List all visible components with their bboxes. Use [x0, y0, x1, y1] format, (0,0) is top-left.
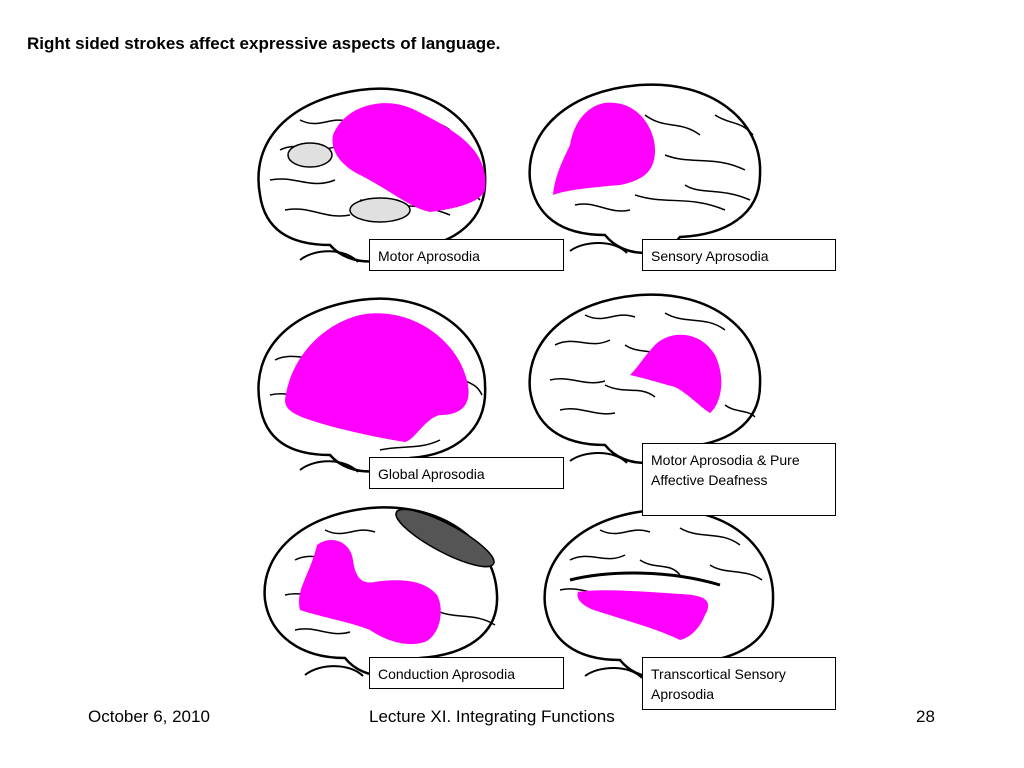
hatched-region — [390, 500, 500, 576]
label-motor-aprosodia-pure-affective-deafness: Motor Aprosodia & Pure Affective Deafnes… — [642, 443, 836, 516]
lesion-area — [553, 102, 655, 195]
brain-illustration-sensory-aprosodia — [515, 75, 775, 265]
label-sensory-aprosodia: Sensory Aprosodia — [642, 239, 836, 271]
slide-title: Right sided strokes affect expressive as… — [27, 34, 501, 53]
footer-lecture-title: Lecture XI. Integrating Functions — [369, 707, 615, 726]
brain-illustration-global-aprosodia — [240, 290, 500, 480]
brain-illustration-motor-aprosodia-pure-affective-deafness — [515, 285, 775, 475]
footer-page-number: 28 — [916, 707, 935, 726]
footer-date: October 6, 2010 — [88, 707, 210, 726]
lesion-area — [630, 334, 722, 413]
lesion-area — [298, 540, 441, 645]
lesion-area — [285, 313, 469, 442]
brain-illustration-transcortical-sensory-aprosodia — [530, 500, 785, 690]
lesion-area — [577, 590, 709, 640]
label-global-aprosodia: Global Aprosodia — [369, 457, 564, 489]
label-motor-aprosodia: Motor Aprosodia — [369, 239, 564, 271]
brain-illustration-conduction-aprosodia — [255, 500, 515, 690]
lesion-area — [332, 103, 486, 212]
label-conduction-aprosodia: Conduction Aprosodia — [369, 657, 564, 689]
brain-illustration-motor-aprosodia — [240, 80, 500, 270]
label-transcortical-sensory-aprosodia: Transcortical Sensory Aprosodia — [642, 657, 836, 710]
